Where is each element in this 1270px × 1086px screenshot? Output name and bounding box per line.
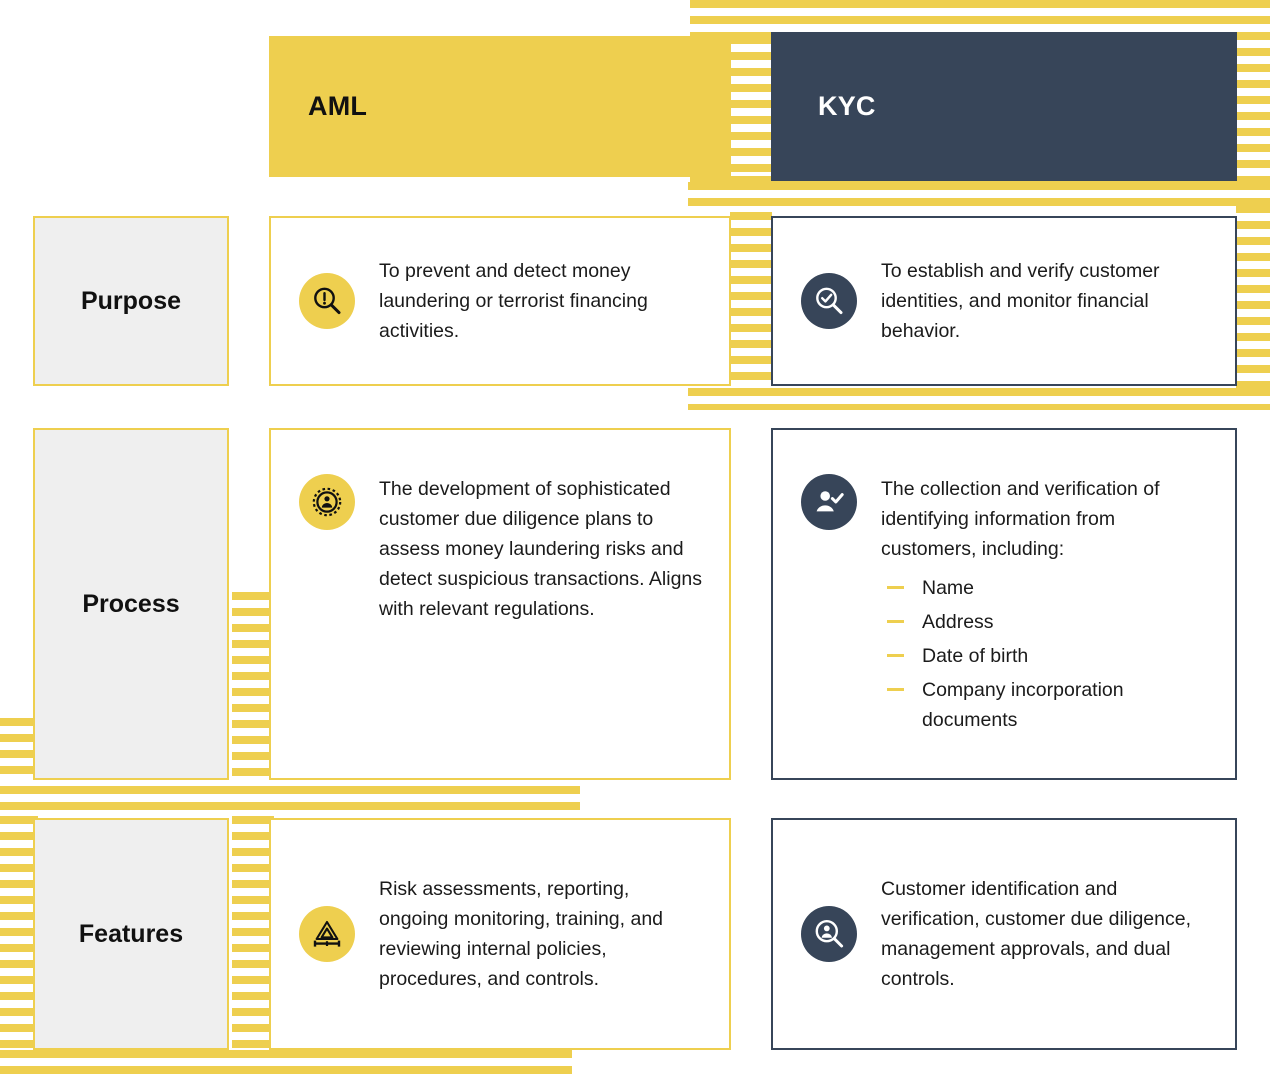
cell-features-aml-text: Risk assessments, reporting, ongoing mon… bbox=[379, 878, 664, 990]
row-label-process-text: Process bbox=[82, 589, 180, 618]
cell-process-kyc: The collection and verification of ident… bbox=[771, 428, 1237, 780]
gear-person-icon bbox=[299, 474, 355, 530]
cell-purpose-aml-body: To prevent and detect money laundering o… bbox=[379, 256, 703, 346]
cell-process-kyc-bullet-list: Name Address Date of birth Company incor… bbox=[881, 573, 1209, 735]
decorative-stripes-header-gap bbox=[730, 36, 772, 176]
column-header-aml-label: AML bbox=[308, 91, 368, 121]
decorative-stripes-bottom bbox=[0, 1050, 572, 1080]
cell-features-kyc-text: Customer identification and verification… bbox=[881, 878, 1191, 990]
list-item-label: Company incorporation documents bbox=[922, 679, 1124, 731]
cell-features-kyc-body: Customer identification and verification… bbox=[881, 874, 1209, 994]
list-item: Name bbox=[881, 573, 1209, 603]
list-item-label: Date of birth bbox=[922, 645, 1029, 667]
decorative-stripes-purpose-bottom bbox=[688, 388, 1270, 410]
list-item: Date of birth bbox=[881, 641, 1209, 671]
row-label-purpose-text: Purpose bbox=[80, 286, 182, 315]
list-item-label: Name bbox=[922, 577, 975, 599]
dash-bullet-icon bbox=[887, 620, 904, 623]
row-label-features: Features bbox=[33, 818, 229, 1050]
cell-purpose-aml: To prevent and detect money laundering o… bbox=[269, 216, 731, 386]
decorative-stripes-process-gap bbox=[232, 592, 274, 782]
list-item-label: Address bbox=[922, 611, 994, 633]
magnifier-exclamation-icon bbox=[299, 273, 355, 329]
decorative-stripes-left-features bbox=[0, 816, 38, 1052]
cell-features-aml-body: Risk assessments, reporting, ongoing mon… bbox=[379, 874, 703, 994]
cell-process-aml-text: The development of sophisticated custome… bbox=[379, 478, 703, 620]
person-check-icon bbox=[801, 474, 857, 530]
cell-process-kyc-text: The collection and verification of ident… bbox=[881, 478, 1160, 560]
cell-purpose-kyc-body: To establish and verify customer identit… bbox=[881, 256, 1209, 346]
dash-bullet-icon bbox=[887, 688, 904, 691]
cell-purpose-kyc: To establish and verify customer identit… bbox=[771, 216, 1237, 386]
column-header-kyc: KYC bbox=[771, 32, 1237, 181]
decorative-stripes-middle-band bbox=[0, 786, 580, 812]
list-item: Address bbox=[881, 607, 1209, 637]
cell-features-aml: Risk assessments, reporting, ongoing mon… bbox=[269, 818, 731, 1050]
column-header-aml: AML bbox=[269, 36, 731, 177]
cell-purpose-aml-text: To prevent and detect money laundering o… bbox=[379, 260, 648, 342]
decorative-stripes-left-process bbox=[0, 718, 38, 782]
cell-process-aml: The development of sophisticated custome… bbox=[269, 428, 731, 780]
cell-purpose-kyc-text: To establish and verify customer identit… bbox=[881, 260, 1160, 342]
risk-triangle-scale-icon bbox=[299, 906, 355, 962]
row-label-purpose: Purpose bbox=[33, 216, 229, 386]
decorative-stripes-under-header bbox=[688, 182, 1270, 210]
decorative-stripes-right-purpose bbox=[1236, 205, 1270, 395]
list-item: Company incorporation documents bbox=[881, 675, 1209, 735]
cell-process-aml-body: The development of sophisticated custome… bbox=[379, 474, 703, 624]
magnifier-check-icon bbox=[801, 273, 857, 329]
cell-process-kyc-body: The collection and verification of ident… bbox=[881, 474, 1209, 739]
decorative-stripes-features-gap bbox=[232, 816, 274, 1052]
cell-features-kyc: Customer identification and verification… bbox=[771, 818, 1237, 1050]
row-label-process: Process bbox=[33, 428, 229, 780]
column-header-kyc-label: KYC bbox=[818, 91, 876, 121]
decorative-stripes-purpose-gap bbox=[730, 212, 772, 392]
dash-bullet-icon bbox=[887, 586, 904, 589]
magnifier-person-icon bbox=[801, 906, 857, 962]
dash-bullet-icon bbox=[887, 654, 904, 657]
row-label-features-text: Features bbox=[78, 919, 184, 948]
